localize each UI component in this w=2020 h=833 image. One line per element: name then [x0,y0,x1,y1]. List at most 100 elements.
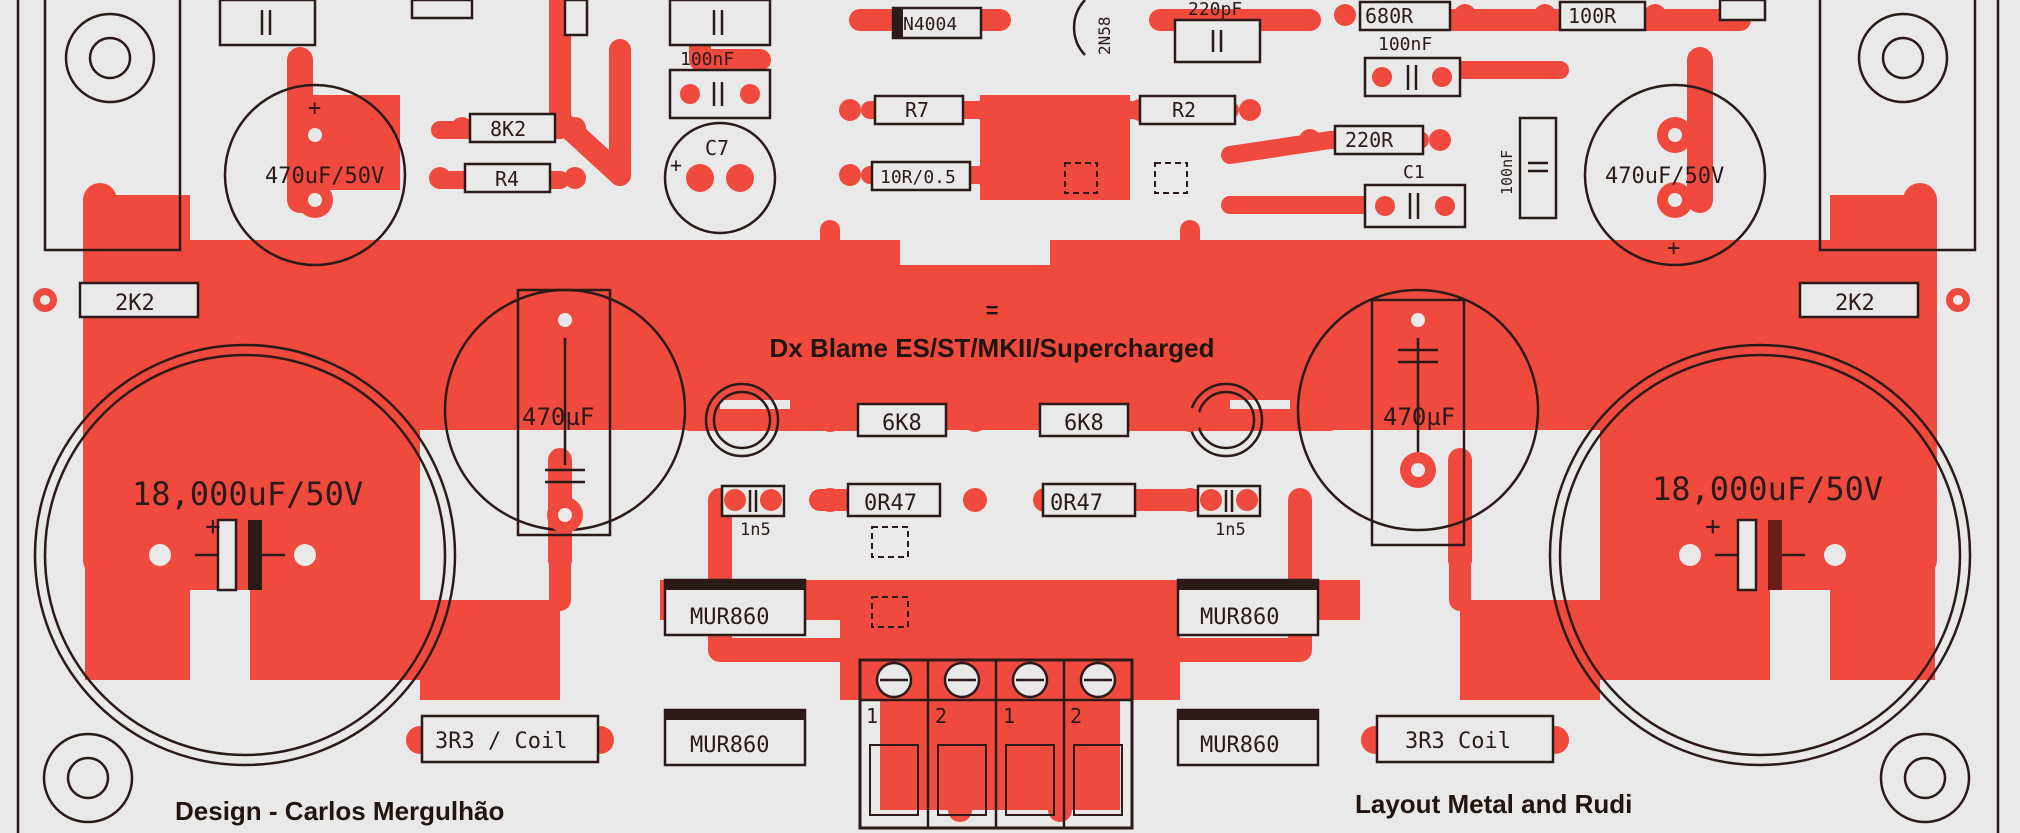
diode-mur860-tr-label: MUR860 [1200,605,1279,630]
diode-mur860-tl: MUR860 [663,578,807,637]
resistor-6k8-left-label: 6K8 [882,411,922,436]
cap-470uf-right-label: 470µF [1383,403,1455,431]
resistor-6k8-left: 6K8 [818,402,987,438]
resistor-680r: 680R [1334,0,1476,32]
cap-220pf: 220pF [1173,0,1262,64]
svg-text:+: + [308,96,321,121]
cap-18000uf-right: + 18,000uF/50V [1548,343,1972,767]
screw-icon [943,661,981,699]
diode-mur860-bl: MUR860 [663,708,807,767]
cap-1n5-left-label: 1n5 [740,520,771,540]
mounting-hole-br [1879,732,1971,824]
led-left [704,382,780,458]
diode-mur860-br-label: MUR860 [1200,733,1279,758]
cap-c1: C1 [1363,162,1467,229]
cap-100nf-top: 100nF [668,49,772,120]
svg-text:220pF: 220pF [1188,0,1242,20]
cap-1n5-left: 1n5 [720,484,786,540]
cap-470uf-50v-right: + 470uF/50V [1583,83,1767,267]
svg-text:2N58: 2N58 [1095,16,1114,55]
svg-text:+: + [670,153,682,177]
resistor-0r47-left-label: 0R47 [864,491,917,516]
cap-1n5-right-label: 1n5 [1215,520,1246,540]
coil-3r3-right-label: 3R3 Coil [1405,729,1511,754]
copper-layer [83,0,1937,822]
resistor-0r47-right: 0R47 [1033,482,1202,518]
svg-text:2: 2 [1070,704,1082,728]
design-credit: Design - Carlos Mergulhão [175,796,504,826]
svg-text:R4: R4 [495,167,519,191]
diode-mur860-tl-label: MUR860 [690,605,769,630]
cap-100nf-vertical: 100nF [1498,116,1558,220]
resistor-0r47-right-label: 0R47 [1050,491,1103,516]
mounting-holes [42,12,1971,824]
resistor-8k2: 8K2 [451,112,586,144]
svg-text:1: 1 [1003,704,1015,728]
cap-18000uf-left: + 18,000uF/50V [33,343,457,767]
diode-mur860-bl-label: MUR860 [690,733,769,758]
cap-470uf-left-label: 470µF [522,403,594,431]
top-components: 8K2 R4 100nF C7 + N4004 [218,0,1767,235]
resistor-2k2-right-label: 2K2 [1835,291,1875,316]
equals-mark: = [986,298,999,323]
svg-text:100R: 100R [1568,4,1617,28]
cap-470uf-50v-left: + 470uF/50V [223,83,407,267]
resistor-r7: R7 [839,94,996,126]
svg-text:+: + [1667,236,1680,261]
svg-text:R2: R2 [1172,98,1196,122]
cap-470uf-right: 470µF [1296,288,1540,547]
cap-c7: C7 + [663,121,777,235]
resistor-2k2-left-label: 2K2 [115,291,155,316]
svg-text:8K2: 8K2 [490,117,526,141]
svg-text:2: 2 [935,704,947,728]
resistor-2k2-left: 2K2 [33,281,234,319]
diode-mur860-br: MUR860 [1176,708,1320,767]
svg-text:N4004: N4004 [903,14,957,35]
coil-3r3-right: 3R3 Coil [1361,714,1569,764]
mounting-hole-bl [42,732,134,824]
svg-text:100nF: 100nF [680,49,734,70]
test-pads [871,162,1188,628]
svg-text:220R: 220R [1345,128,1394,152]
board-outline [16,0,2000,833]
mounting-hole-tr [1857,12,1949,104]
board-title: Dx Blame ES/ST/MKII/Supercharged [769,333,1214,363]
resistor-r2: R2 [1129,94,1261,126]
coil-3r3-left-label: 3R3 / Coil [435,729,567,754]
svg-text:100nF: 100nF [1378,34,1432,55]
svg-text:R7: R7 [905,98,929,122]
cap-470uf-50v-right-label: 470uF/50V [1605,164,1724,189]
diode-mur860-tr: MUR860 [1176,578,1320,637]
plus-mark: + [1705,512,1721,542]
resistor-6k8-right-label: 6K8 [1064,411,1104,436]
transistor-2n58: 2N58 [1072,0,1114,56]
diode-n4004: N4004 [891,6,1006,40]
resistor-220r: 220R [1299,124,1451,156]
resistor-100r: 100R [1534,0,1666,32]
resistor-0r47-left: 0R47 [818,482,987,518]
cap-470uf-left: 470µF [443,288,687,537]
mounting-hole-tl [64,12,156,104]
cap-100nf-right: 100nF [1363,34,1462,98]
layout-credit: Layout Metal and Rudi [1355,789,1632,819]
screw-icon [875,661,913,699]
resistor-6k8-right: 6K8 [1033,402,1202,438]
resistor-2k2-right: 2K2 [1768,281,1970,319]
screw-icon [1079,661,1117,699]
coil-3r3-left: 3R3 / Coil [406,714,614,764]
screw-icon [1011,661,1049,699]
terminal-block: 1 2 1 2 [858,658,1134,830]
resistor-r4: R4 [429,162,586,194]
svg-text:C1: C1 [1403,162,1425,183]
resistor-10r05: 10R/0.5 [839,160,996,192]
svg-text:1: 1 [866,704,878,728]
cap-18000uf-right-label: 18,000uF/50V [1652,470,1883,508]
cap-1n5-right: 1n5 [1196,484,1262,540]
svg-text:100nF: 100nF [1498,150,1516,195]
plus-mark: + [205,512,221,542]
svg-text:C7: C7 [705,136,729,160]
cap-18000uf-left-label: 18,000uF/50V [132,475,363,513]
svg-text:10R/0.5: 10R/0.5 [880,167,956,188]
cap-470uf-50v-left-label: 470uF/50V [265,164,384,189]
